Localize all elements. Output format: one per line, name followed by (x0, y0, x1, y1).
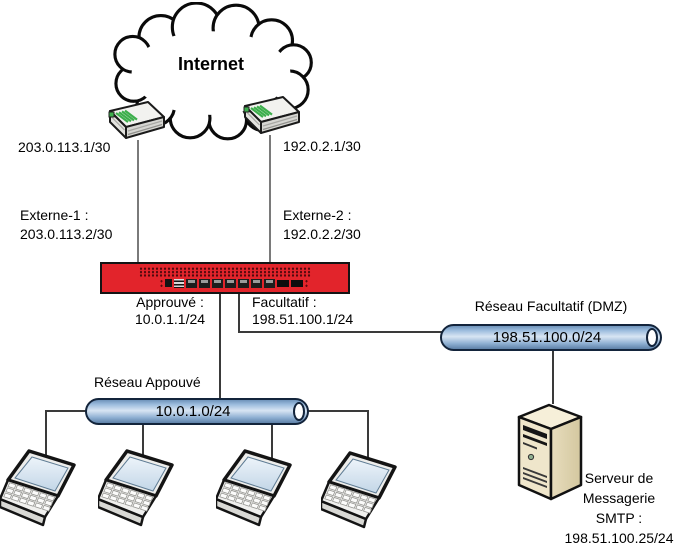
trusted-network-title: Réseau Appouvé (94, 374, 201, 390)
link-laptop3 (271, 424, 273, 458)
modem-right-ip-label: 192.0.2.1/30 (283, 138, 361, 154)
trusted-interface-label: Approuvé : 10.0.1.1/24 (134, 294, 206, 327)
dmz-subnet-label: 198.51.100.0/24 (492, 329, 602, 346)
laptop-1-icon (0, 449, 92, 531)
external1-interface-label: Externe-1 : 203.0.113.2/30 (20, 207, 113, 242)
dmz-network-bus-icon: 198.51.100.0/24 (440, 324, 662, 351)
bus-end-cap (293, 402, 305, 421)
link-modem1-firewall (137, 140, 139, 262)
dmz-network-title: Réseau Facultatif (DMZ) (474, 298, 628, 314)
optional-interface-label: Facultatif : 198.51.100.1/24 (252, 294, 354, 327)
link-laptop2 (142, 424, 144, 458)
firewall-vent-grid (139, 267, 311, 277)
link-laptop1 (45, 410, 47, 458)
bus-end-cap (646, 328, 658, 347)
laptop-2-icon (98, 449, 190, 531)
link-dmz-bus-server (552, 350, 554, 404)
link-firewall-dmz-vertical (238, 293, 240, 333)
laptop-4-icon (321, 451, 413, 533)
link-firewall-dmz-horizontal (238, 331, 442, 333)
internet-label: Internet (177, 54, 244, 74)
modem-router-right-icon (235, 92, 303, 140)
trusted-subnet-label: 10.0.1.0/24 (155, 403, 231, 420)
trusted-network-bus-icon: 10.0.1.0/24 (85, 398, 309, 425)
link-trusted-bus-right-ext (308, 410, 368, 412)
link-firewall-trusted-bus (219, 293, 221, 400)
firewall-ethernet-ports-icon (160, 278, 308, 288)
laptop-3-icon (216, 449, 308, 531)
firewall-appliance-icon (100, 262, 350, 294)
modem-left-ip-label: 203.0.113.1/30 (18, 139, 111, 155)
link-modem2-firewall (269, 135, 271, 262)
smtp-server-label: Serveur de Messagerie SMTP : 198.51.100.… (564, 470, 674, 546)
link-laptop4 (367, 410, 369, 458)
link-trusted-bus-left-ext (45, 410, 86, 412)
external2-interface-label: Externe-2 : 192.0.2.2/30 (283, 207, 361, 242)
